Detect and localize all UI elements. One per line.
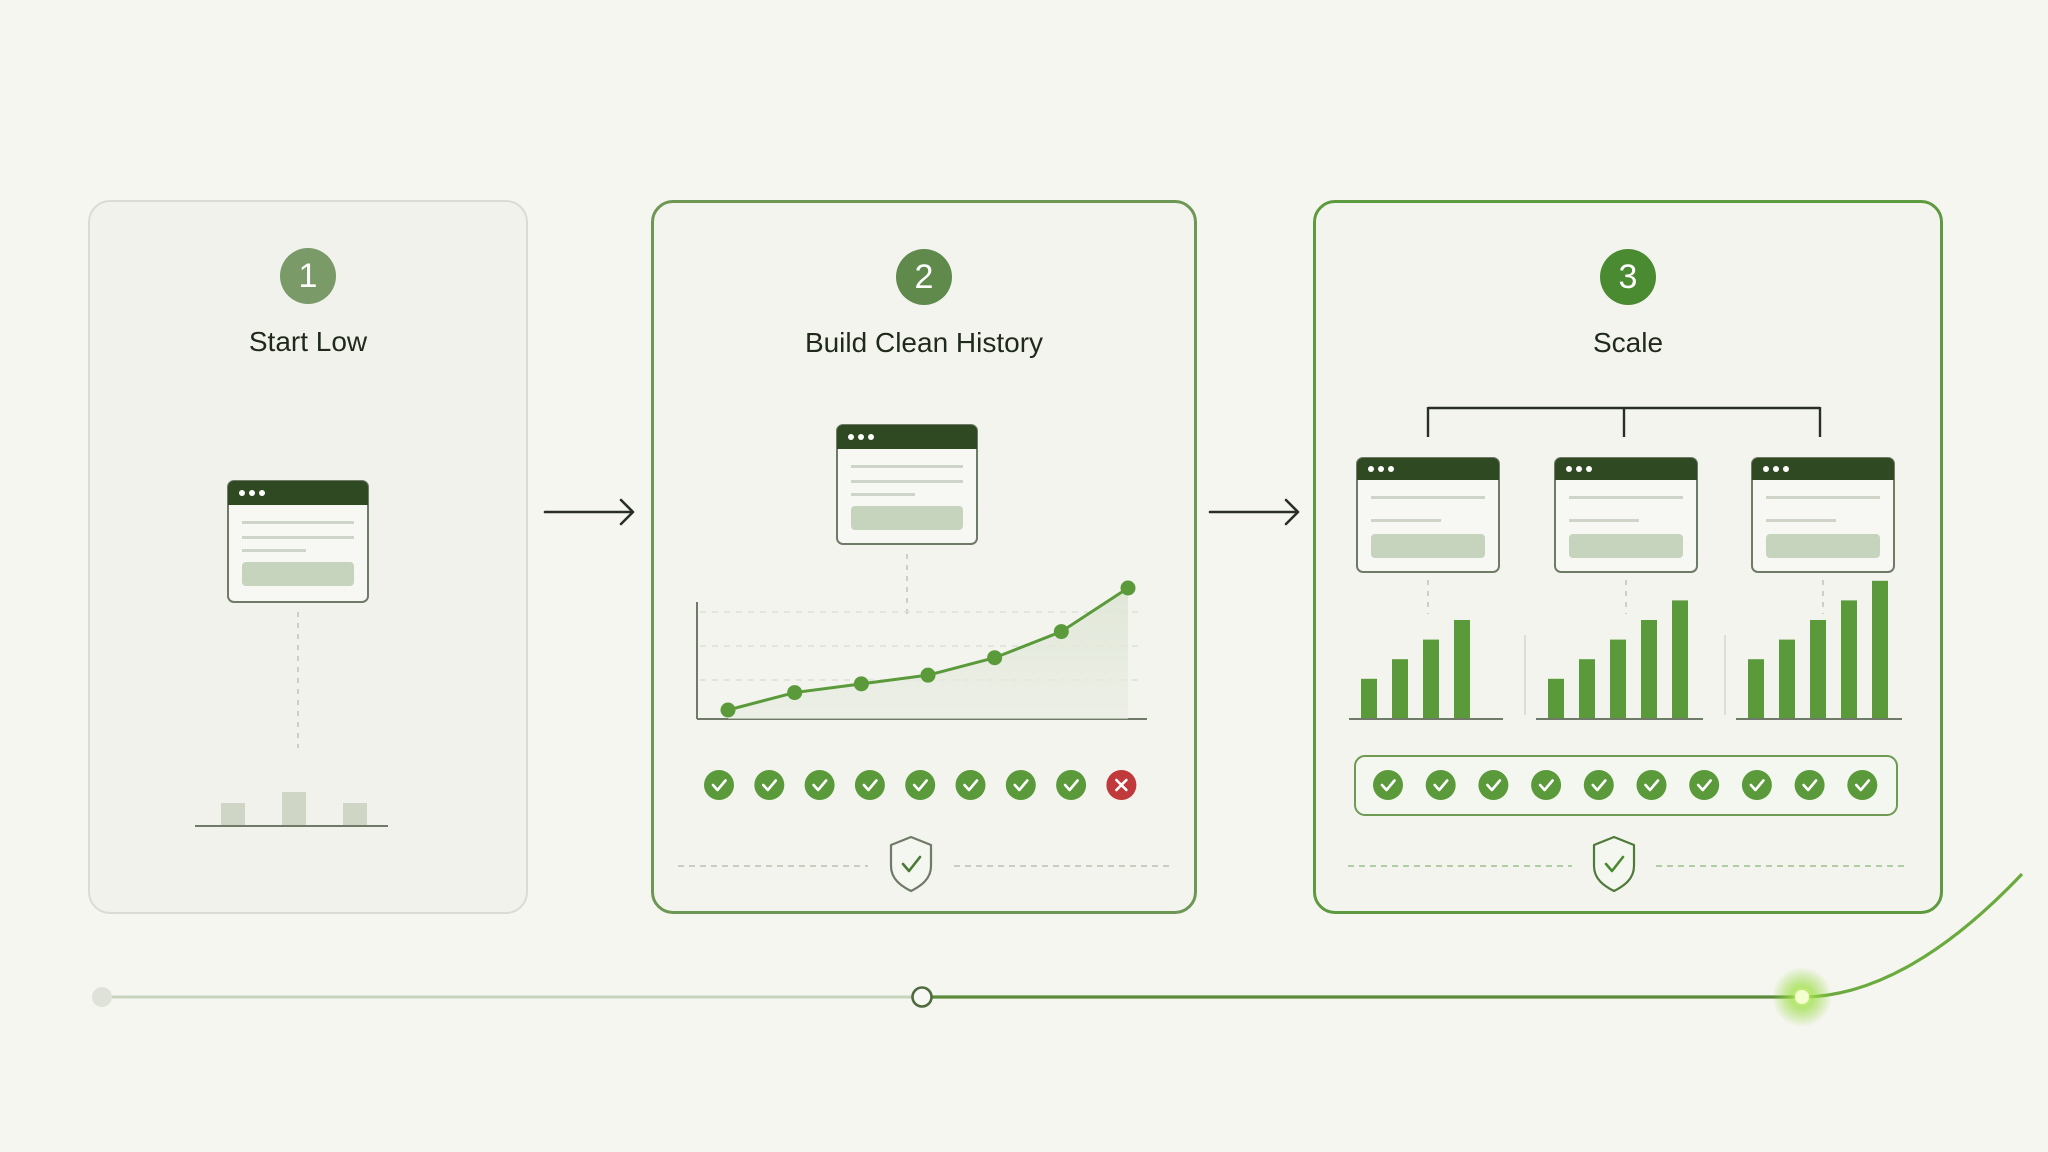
- bar: [1872, 580, 1888, 718]
- check-icon: [1741, 770, 1772, 800]
- check-icon: [704, 770, 734, 800]
- progress-timeline: [92, 872, 2024, 1027]
- browser-window-icon: [1751, 457, 1895, 573]
- data-point: [987, 650, 1003, 666]
- branch-connector: [1426, 406, 1822, 437]
- bar: [343, 803, 367, 825]
- check-icon: [804, 770, 835, 800]
- check-icon: [1056, 770, 1087, 800]
- step-3-badge: 3: [1600, 249, 1656, 305]
- trend-points: [720, 580, 1136, 718]
- bar: [1810, 620, 1826, 718]
- timeline-start-dot: [92, 987, 112, 1007]
- bar: [1748, 659, 1764, 718]
- step-1-bar-chart: [221, 792, 367, 825]
- step-3-windows: [1356, 457, 1895, 614]
- step-3-bar-charts: [1349, 580, 1902, 720]
- check-icon: [1689, 770, 1720, 800]
- data-point: [853, 676, 869, 692]
- bar: [1392, 659, 1408, 718]
- check-icon: [955, 770, 986, 800]
- check-icon: [1373, 770, 1403, 800]
- shield-check-icon: [889, 835, 933, 893]
- data-point: [1120, 580, 1136, 596]
- bar: [1841, 600, 1857, 718]
- step-3-check-row: [1373, 770, 1878, 800]
- arrow-right-icon: [1208, 498, 1300, 526]
- bar: [1548, 678, 1564, 718]
- browser-window-icon: [836, 424, 978, 545]
- bar-chart: [1736, 580, 1902, 720]
- data-point: [787, 685, 803, 701]
- check-icon: [1478, 770, 1509, 800]
- check-icon: [1425, 770, 1456, 800]
- data-point: [920, 667, 936, 683]
- trend-area: [728, 588, 1128, 719]
- check-icon: [854, 770, 885, 800]
- bar-chart: [1536, 600, 1703, 720]
- data-point: [1053, 624, 1069, 640]
- check-icon: [1005, 770, 1036, 800]
- step-3-title: Scale: [1592, 327, 1664, 358]
- browser-window-icon: [227, 480, 369, 603]
- data-point: [720, 702, 736, 718]
- check-icon: [1794, 770, 1825, 800]
- timeline-mid-dot: [911, 986, 933, 1008]
- arrow-right-icon: [543, 498, 635, 526]
- browser-window-icon: [1356, 457, 1500, 573]
- browser-window-icon: [1554, 457, 1698, 573]
- bar: [1423, 639, 1439, 718]
- step-1-panel: 1 Start Low: [88, 200, 528, 914]
- check-icon: [1636, 770, 1667, 800]
- check-icon: [1583, 770, 1614, 800]
- bar-chart: [1349, 620, 1503, 720]
- timeline-end-dot: [1795, 990, 1809, 1004]
- step-2-check-row: [704, 770, 1137, 800]
- check-icon: [905, 770, 936, 800]
- bar: [1454, 620, 1470, 718]
- check-icon: [1531, 770, 1562, 800]
- step-2-title: Build Clean History: [804, 327, 1044, 358]
- shield-check-icon: [1592, 835, 1636, 893]
- bar: [1361, 678, 1377, 718]
- bar: [1672, 600, 1688, 718]
- bar: [282, 792, 306, 825]
- step-1-title: Start Low: [248, 326, 368, 357]
- step-1-badge: 1: [280, 248, 336, 304]
- bar: [1641, 620, 1657, 718]
- bar: [1579, 659, 1595, 718]
- check-icon: [754, 770, 785, 800]
- bar: [221, 803, 245, 825]
- bar: [1779, 639, 1795, 718]
- check-icon: [1847, 770, 1878, 800]
- bar: [1610, 639, 1626, 718]
- x-icon: [1106, 770, 1137, 800]
- step-2-badge: 2: [896, 249, 952, 305]
